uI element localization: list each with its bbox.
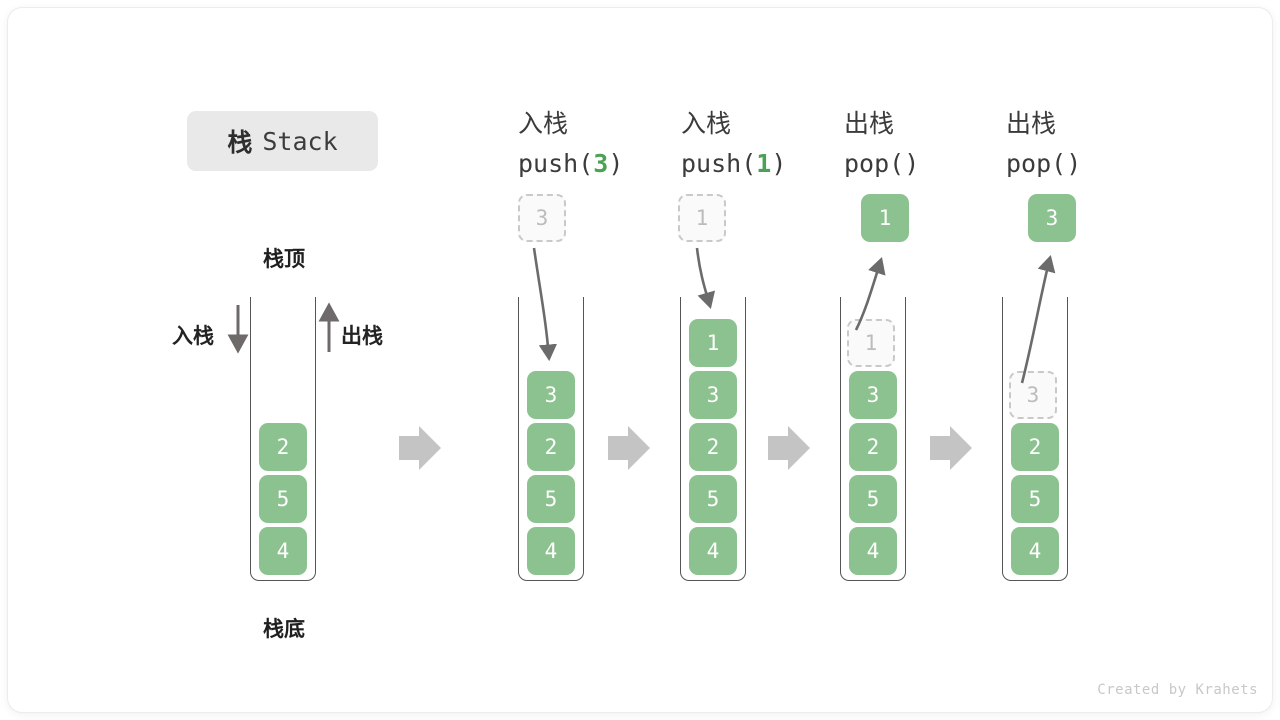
stack-cell: 5 — [527, 475, 575, 523]
stack-cell: 4 — [259, 527, 307, 575]
code-prefix: push( — [518, 149, 594, 178]
column-header-label: 入栈 — [681, 109, 732, 138]
column-header-push-1: 入栈 push(1) — [681, 104, 851, 184]
column-header-code: push(3) — [518, 144, 688, 184]
stack-cell: 4 — [527, 527, 575, 575]
code-suffix: ) — [608, 149, 624, 178]
stack-cell: 3 — [849, 371, 897, 419]
stack-cell: 3 — [527, 371, 575, 419]
stack-container-initial — [250, 297, 316, 581]
floating-element-push-1: 1 — [678, 194, 726, 242]
stack-cell: 2 — [1011, 423, 1059, 471]
stack-cell: 5 — [1011, 475, 1059, 523]
column-header-label: 出栈 — [844, 109, 895, 138]
code-suffix: ) — [904, 149, 920, 178]
stack-cell-removed: 1 — [847, 319, 895, 367]
diagram-title-badge: 栈 Stack — [187, 111, 378, 171]
stack-cell: 4 — [849, 527, 897, 575]
stack-cell: 1 — [689, 319, 737, 367]
stack-cell: 3 — [689, 371, 737, 419]
column-header-label: 出栈 — [1006, 109, 1057, 138]
column-header-code: pop() — [844, 144, 1014, 184]
code-suffix: ) — [1066, 149, 1082, 178]
push-side-label: 入栈 — [172, 324, 214, 348]
column-header-code: pop() — [1006, 144, 1176, 184]
column-header-push-3: 入栈 push(3) — [518, 104, 688, 184]
stack-container-push-3 — [518, 297, 584, 581]
code-prefix: pop( — [1006, 149, 1067, 178]
stack-top-label: 栈顶 — [263, 247, 305, 271]
code-argument: 1 — [756, 149, 772, 178]
column-header-code: push(1) — [681, 144, 851, 184]
stack-cell: 5 — [689, 475, 737, 523]
title-english: Stack — [262, 126, 338, 156]
stack-cell: 2 — [259, 423, 307, 471]
popped-element-3: 3 — [1028, 194, 1076, 242]
stack-cell-removed: 3 — [1009, 371, 1057, 419]
column-header-pop-1: 出栈 pop() — [844, 104, 1014, 184]
popped-element-1: 1 — [861, 194, 909, 242]
floating-element-push-3: 3 — [518, 194, 566, 242]
stack-cell: 5 — [259, 475, 307, 523]
column-header-pop-3: 出栈 pop() — [1006, 104, 1176, 184]
code-argument: 3 — [593, 149, 609, 178]
column-header-label: 入栈 — [518, 109, 569, 138]
stack-cell: 5 — [849, 475, 897, 523]
stack-bottom-label: 栈底 — [263, 617, 305, 641]
stack-cell: 2 — [527, 423, 575, 471]
code-prefix: push( — [681, 149, 757, 178]
stack-cell: 4 — [689, 527, 737, 575]
credit-text: Created by Krahets — [1097, 682, 1258, 698]
stack-cell: 2 — [689, 423, 737, 471]
stack-container-pop-3 — [1002, 297, 1068, 581]
code-suffix: ) — [771, 149, 787, 178]
stack-container-pop-1 — [840, 297, 906, 581]
code-prefix: pop( — [844, 149, 905, 178]
pop-side-label: 出栈 — [341, 324, 383, 348]
stack-cell: 2 — [849, 423, 897, 471]
stack-cell: 4 — [1011, 527, 1059, 575]
title-chinese: 栈 — [227, 128, 254, 157]
stack-container-push-1 — [680, 297, 746, 581]
